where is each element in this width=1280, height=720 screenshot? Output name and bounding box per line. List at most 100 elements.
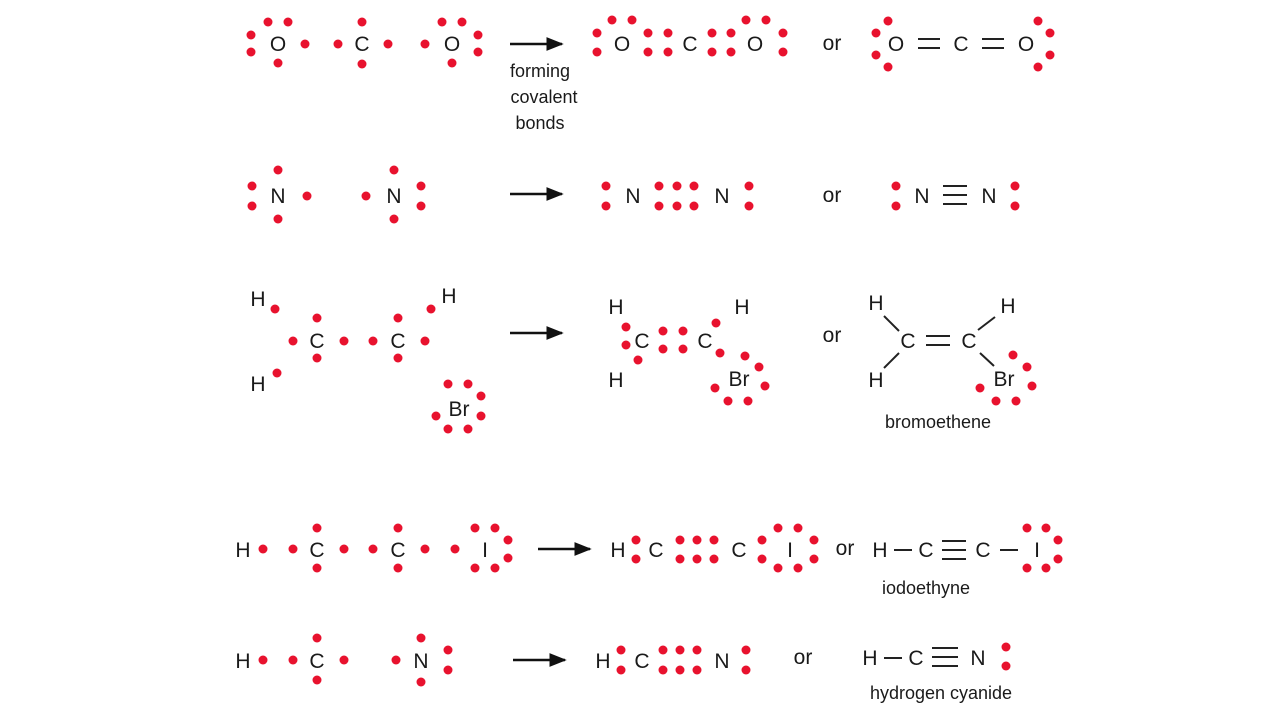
electron-dot (339, 544, 349, 554)
electron-dot (416, 201, 426, 211)
single-bond (979, 352, 995, 367)
electron-dot (871, 50, 881, 60)
electron-dot (503, 535, 513, 545)
row-carbon-dioxide: O C O forming covalent bonds O C O (246, 15, 1055, 133)
electron-dot (689, 201, 699, 211)
electron-dot (1045, 28, 1055, 38)
atom-oxygen: O (1018, 33, 1034, 56)
electron-dots (621, 318, 770, 406)
electron-dot (263, 17, 273, 27)
electron-dots (1022, 523, 1063, 573)
electron-dot (426, 304, 436, 314)
electron-dots (270, 304, 486, 434)
electron-dot (744, 181, 754, 191)
electron-dot (778, 47, 788, 57)
or-label: or (823, 324, 842, 347)
electron-dots (246, 17, 310, 68)
electron-dot (283, 17, 293, 27)
electron-dot (607, 15, 617, 25)
atom-carbon: C (309, 650, 324, 673)
electron-dot (312, 523, 322, 533)
electron-dot (312, 313, 322, 323)
electron-dots (258, 633, 453, 687)
electron-dot (1053, 535, 1063, 545)
electron-dot (663, 28, 673, 38)
atom-bromine: Br (449, 398, 470, 421)
atom-hydrogen: H (862, 647, 877, 670)
electron-dot (300, 39, 310, 49)
electron-dot (773, 563, 783, 573)
atom-nitrogen: N (386, 185, 401, 208)
atom-hydrogen: H (250, 373, 265, 396)
electron-dots (258, 523, 513, 573)
electron-dot (258, 655, 268, 665)
atom-hydrogen: H (868, 292, 883, 315)
electron-dot (692, 535, 702, 545)
electron-dot (633, 355, 643, 365)
electron-dot (991, 396, 1001, 406)
electron-dot (675, 665, 685, 675)
electron-dot (654, 181, 664, 191)
atom-hydrogen: H (441, 285, 456, 308)
electron-dot (631, 535, 641, 545)
electron-dot (431, 411, 441, 421)
electron-dot (247, 181, 257, 191)
electron-dots (247, 165, 312, 224)
atom-nitrogen: N (413, 650, 428, 673)
electron-dot (658, 645, 668, 655)
electron-dot (1027, 381, 1037, 391)
atom-carbon: C (390, 539, 405, 562)
electron-dot (627, 15, 637, 25)
electron-dots (616, 645, 751, 675)
electron-dot (470, 563, 480, 573)
triple-bond (942, 540, 966, 560)
atom-hydrogen: H (734, 296, 749, 319)
electron-dot (270, 304, 280, 314)
electron-dot (393, 563, 403, 573)
electron-dot (450, 544, 460, 554)
electron-dots (1001, 642, 1011, 671)
electron-dot (663, 47, 673, 57)
atom-carbon: C (953, 33, 968, 56)
electron-dots (975, 350, 1037, 406)
atom-iodine: I (1034, 539, 1040, 562)
electron-dot (741, 665, 751, 675)
atom-hydrogen: H (608, 369, 623, 392)
atom-carbon: C (354, 33, 369, 56)
electron-dot (883, 16, 893, 26)
electron-dot (503, 553, 513, 563)
electron-dot (368, 544, 378, 554)
electron-dots (333, 17, 393, 69)
electron-dot (1010, 201, 1020, 211)
electron-dot (272, 368, 282, 378)
electron-dot (389, 214, 399, 224)
atom-oxygen: O (747, 33, 763, 56)
atom-carbon: C (634, 330, 649, 353)
electron-dot (473, 30, 483, 40)
atom-nitrogen: N (970, 647, 985, 670)
electron-dot (443, 665, 453, 675)
electron-dot (689, 181, 699, 191)
electron-dot (740, 351, 750, 361)
electron-dot (793, 523, 803, 533)
electron-dot (883, 62, 893, 72)
electron-dot (273, 58, 283, 68)
electron-dot (891, 181, 901, 191)
electron-dot (383, 39, 393, 49)
electron-dot (273, 214, 283, 224)
atom-oxygen: O (888, 33, 904, 56)
electron-dot (711, 318, 721, 328)
electron-dot (616, 645, 626, 655)
electron-dot (1033, 16, 1043, 26)
electron-dot (420, 336, 430, 346)
electron-dot (312, 633, 322, 643)
electron-dot (715, 348, 725, 358)
atom-hydrogen: H (235, 650, 250, 673)
electron-dot (654, 201, 664, 211)
electron-dot (447, 58, 457, 68)
electron-dot (443, 645, 453, 655)
electron-dot (463, 379, 473, 389)
electron-dot (754, 362, 764, 372)
electron-dot (1022, 563, 1032, 573)
electron-dot (672, 201, 682, 211)
